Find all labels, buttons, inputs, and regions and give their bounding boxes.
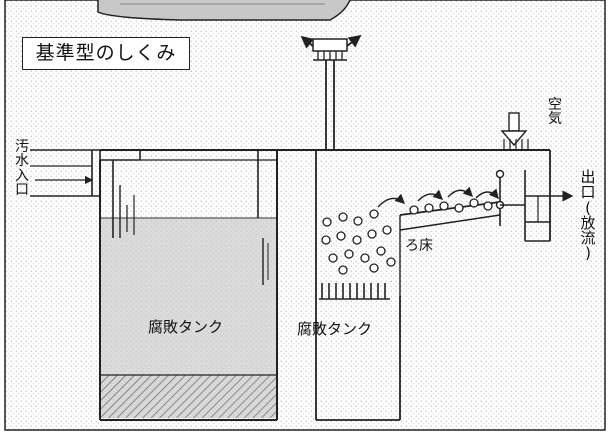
inlet-pipe	[30, 149, 141, 238]
air-inlet	[500, 112, 529, 150]
right-septic-tank	[315, 150, 401, 421]
upper-channel	[100, 149, 550, 218]
top-partial-illustration	[97, 0, 351, 21]
left-septic-tank	[99, 150, 278, 421]
left-tank-label: 腐敗タンク	[148, 318, 224, 336]
outlet-assembly	[495, 150, 574, 242]
outlet-label: 出 口 ( 放 流 )	[580, 168, 596, 263]
air-label: 空 気	[548, 97, 562, 128]
right-tank-label: 腐敗タンク	[297, 320, 373, 338]
flow-arrows	[377, 186, 499, 208]
filter-media-balls	[321, 198, 493, 275]
sludge-layer	[100, 375, 277, 418]
vent-pipe	[300, 34, 362, 150]
inlet-label: 汚 水 入 口	[15, 139, 29, 198]
filter-bed-label: ろ床	[405, 238, 433, 254]
aeration-diffuser	[319, 283, 390, 300]
diagram-title: 基準型のしくみ	[22, 37, 190, 70]
